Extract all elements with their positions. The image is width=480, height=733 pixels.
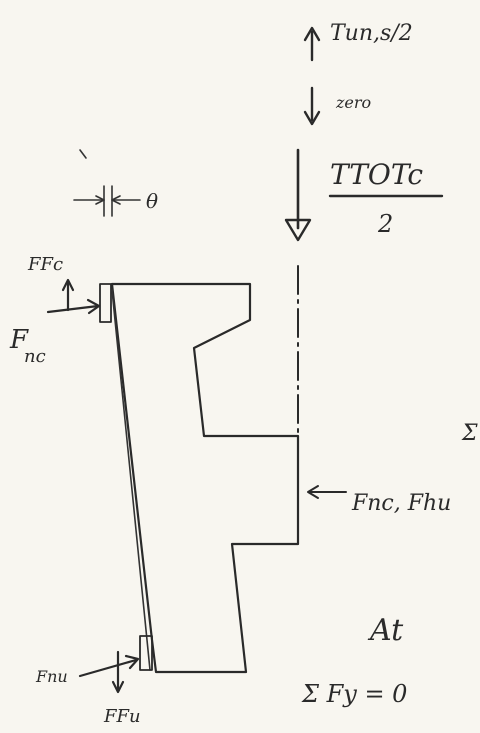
friction-arrow-bottom bbox=[111, 650, 125, 694]
edge-sigma: Σ bbox=[461, 421, 478, 446]
fnc-subscript: nc bbox=[24, 346, 46, 367]
right-side-force-arrow bbox=[307, 485, 347, 499]
gap-dimension bbox=[73, 149, 141, 217]
at-label: At bbox=[367, 613, 404, 648]
downward-zero-arrow bbox=[303, 86, 321, 126]
upward-force-arrow bbox=[303, 26, 321, 62]
tapered-edge bbox=[111, 289, 151, 671]
lower-contact-pad bbox=[139, 635, 153, 671]
equilibrium-equation: Σ Fy = 0 bbox=[301, 680, 407, 708]
component-outline bbox=[110, 282, 300, 674]
fnc-fhu-label: Fnc, Fhu bbox=[351, 491, 451, 516]
fnu-label: Fnu bbox=[35, 667, 68, 686]
ttot-force-arrow bbox=[284, 148, 312, 242]
ffc-label: FFc bbox=[27, 254, 63, 275]
upper-contact-pad bbox=[99, 283, 112, 323]
normal-force-arrow-bottom bbox=[78, 654, 140, 678]
ttot-numerator: TTOTc bbox=[330, 158, 423, 191]
fnc-letter: F bbox=[9, 325, 29, 355]
normal-force-arrow-top bbox=[46, 298, 101, 315]
friction-arrow-top bbox=[61, 278, 75, 312]
theta-symbol: θ bbox=[146, 189, 158, 213]
ffu-label: FFu bbox=[103, 706, 141, 727]
zero-label: zero bbox=[335, 93, 371, 112]
top-force-label: Tun,s/2 bbox=[330, 21, 413, 46]
ttot-denominator: 2 bbox=[377, 210, 393, 238]
